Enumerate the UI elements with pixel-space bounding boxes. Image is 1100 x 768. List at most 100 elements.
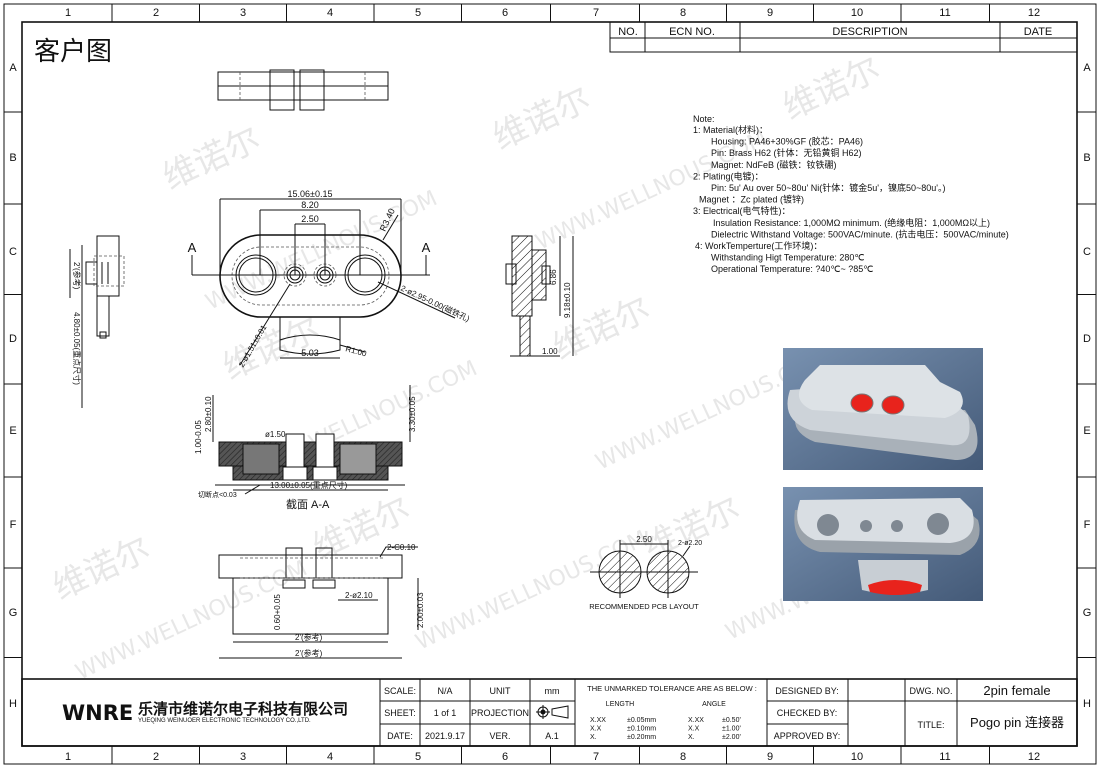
svg-text:mm: mm: [545, 686, 560, 696]
svg-text:2.80±0.10: 2.80±0.10: [204, 396, 213, 432]
svg-text:5.03: 5.03: [301, 348, 319, 358]
column-marker: 7: [593, 751, 599, 763]
svg-text:维诺尔: 维诺尔: [157, 119, 266, 198]
column-marker: 2: [153, 7, 159, 19]
customer-drawing-label: 客户图: [34, 36, 112, 66]
svg-text:2.00±0.03: 2.00±0.03: [416, 592, 425, 628]
note-line: Insulation Resistance: 1,000MΩ minimum. …: [713, 217, 990, 228]
render-3d-bottom: [783, 487, 983, 601]
note-line: Withstanding Higt Temperature: 280℃: [711, 253, 865, 263]
svg-text:ø1.50: ø1.50: [265, 430, 286, 439]
svg-text:VER.: VER.: [489, 731, 510, 741]
svg-text:RECOMMENDED PCB LAYOUT: RECOMMENDED PCB LAYOUT: [589, 602, 699, 611]
tolerance-cell: X.X: [590, 726, 602, 733]
tolerance-cell: X.: [590, 734, 597, 741]
tolerance-cell: ±1.00': [722, 726, 741, 733]
tolerance-cell: X.XX: [590, 717, 606, 724]
svg-text:DESIGNED BY:: DESIGNED BY:: [775, 686, 839, 696]
svg-text:截面 A-A: 截面 A-A: [286, 497, 330, 511]
svg-text:YUEQING WEINUOER ELECTRONIC TE: YUEQING WEINUOER ELECTRONIC TECHNOLOGY C…: [138, 718, 311, 724]
svg-text:Note:: Note:: [693, 114, 715, 124]
row-marker: F: [10, 519, 17, 531]
svg-text:2'(参考): 2'(参考): [295, 648, 323, 658]
svg-text:APPROVED BY:: APPROVED BY:: [774, 731, 841, 741]
row-marker: B: [1083, 152, 1090, 164]
svg-text:4.80±0.05(重点尺寸): 4.80±0.05(重点尺寸): [72, 312, 82, 385]
column-marker: 1: [65, 7, 71, 19]
note-line: Pin: Brass H62 (针体：无铅黄铜 H62): [711, 147, 862, 158]
svg-text:2-ø2.95-0.00(磁铁孔): 2-ø2.95-0.00(磁铁孔): [399, 283, 472, 324]
svg-text:WWW.WELLNOUS.COM: WWW.WELLNOUS.COM: [202, 186, 441, 315]
column-marker: 5: [415, 751, 421, 763]
svg-text:维诺尔: 维诺尔: [777, 49, 886, 128]
tolerance-cell: ±0.20mm: [627, 734, 656, 741]
svg-text:UNIT: UNIT: [490, 686, 511, 696]
svg-text:DWG. NO.: DWG. NO.: [910, 686, 953, 696]
notes: Note: 1: Material(材料)：Housing: PA46+30%G…: [693, 114, 1009, 274]
svg-text:LENGTH: LENGTH: [606, 701, 634, 708]
svg-text:维诺尔: 维诺尔: [47, 529, 156, 608]
svg-text:NO.: NO.: [618, 26, 638, 38]
column-marker: 6: [502, 751, 508, 763]
svg-text:2pin female: 2pin female: [983, 683, 1050, 698]
svg-text:DATE:: DATE:: [387, 731, 413, 741]
row-marker: H: [9, 698, 17, 710]
column-marker: 11: [939, 751, 950, 763]
svg-text:Pogo pin 连接器: Pogo pin 连接器: [970, 715, 1064, 730]
column-marker: 3: [240, 751, 246, 763]
row-marker: E: [9, 425, 16, 437]
row-marker: C: [1083, 246, 1091, 258]
pcb-layout: 2.50 2-ø2.20 RECOMMENDED PCB LAYOUT: [589, 535, 702, 611]
tolerance-cell: ±0.50': [722, 717, 741, 724]
column-marker: 9: [767, 751, 773, 763]
column-marker: 8: [680, 751, 686, 763]
note-line: Housing: PA46+30%GF (胶芯：PA46): [711, 136, 863, 147]
company-logo: WNRE: [62, 701, 133, 725]
svg-text:1 of 1: 1 of 1: [434, 708, 457, 718]
row-marker: H: [1083, 698, 1091, 710]
column-marker: 4: [327, 751, 333, 763]
note-line: Magnet: NdFeB (磁铁：钕铁硼): [711, 159, 837, 170]
row-marker: G: [9, 607, 18, 619]
svg-text:N/A: N/A: [437, 686, 452, 696]
svg-text:15.06±0.15: 15.06±0.15: [288, 189, 333, 199]
svg-text:A.1: A.1: [545, 731, 559, 741]
svg-text:0.60+0.05: 0.60+0.05: [273, 594, 282, 630]
svg-text:ECN NO.: ECN NO.: [669, 26, 715, 38]
column-marker: 2: [153, 751, 159, 763]
svg-text:SHEET:: SHEET:: [384, 708, 416, 718]
row-marker: A: [1083, 62, 1091, 74]
note-line: Operational Temperature: ?40℃~ ?85℃: [711, 264, 873, 274]
column-marker: 6: [502, 7, 508, 19]
svg-text:THE UNMARKED TOLERANCE ARE: THE UNMARKED TOLERANCE ARE AS BELOW :: [587, 684, 757, 693]
row-marker: D: [9, 333, 17, 345]
column-marker: 1: [65, 751, 71, 763]
svg-text:2-ø2.10: 2-ø2.10: [345, 591, 373, 600]
column-marker: 12: [1028, 7, 1040, 19]
svg-text:2.50: 2.50: [636, 535, 652, 544]
svg-text:R1.00: R1.00: [344, 344, 367, 358]
tolerance-cell: X.XX: [688, 717, 704, 724]
revision-table: NO. ECN NO. DESCRIPTION DATE: [609, 21, 1078, 53]
svg-text:2.50: 2.50: [301, 214, 319, 224]
tolerance-cell: ±0.10mm: [627, 726, 656, 733]
render-3d-top: [783, 348, 983, 470]
note-line: 1: Material(材料)：: [693, 124, 768, 135]
svg-text:DESCRIPTION: DESCRIPTION: [832, 26, 907, 38]
svg-text:SCALE:: SCALE:: [384, 686, 416, 696]
column-marker: 9: [767, 7, 773, 19]
svg-text:2021.9.17: 2021.9.17: [425, 731, 465, 741]
svg-text:切断点<0.03: 切断点<0.03: [198, 490, 237, 499]
svg-text:维诺尔: 维诺尔: [637, 489, 746, 568]
note-line: 2: Plating(电镀)：: [693, 170, 764, 181]
right-side-view: 6.86 9.18±0.10 1.00: [505, 235, 574, 357]
column-marker: 12: [1028, 751, 1040, 763]
left-side-view: 2'(参考) 4.80±0.05(重点尺寸): [69, 235, 125, 408]
row-marker: D: [1083, 333, 1091, 345]
note-line: Dielectric Withstand Voltage: 500VAC/min…: [711, 228, 1009, 239]
svg-text:3.30±0.05: 3.30±0.05: [408, 396, 417, 432]
title-block: WNRE 乐清市维诺尔电子科技有限公司 YUEQING WEINUOER ELE…: [21, 678, 1078, 747]
column-marker: 3: [240, 7, 246, 19]
section-a-a: 13.00±0.05(重点尺寸) ø1.50 3.30±0.05 2.80±0.…: [194, 385, 417, 511]
